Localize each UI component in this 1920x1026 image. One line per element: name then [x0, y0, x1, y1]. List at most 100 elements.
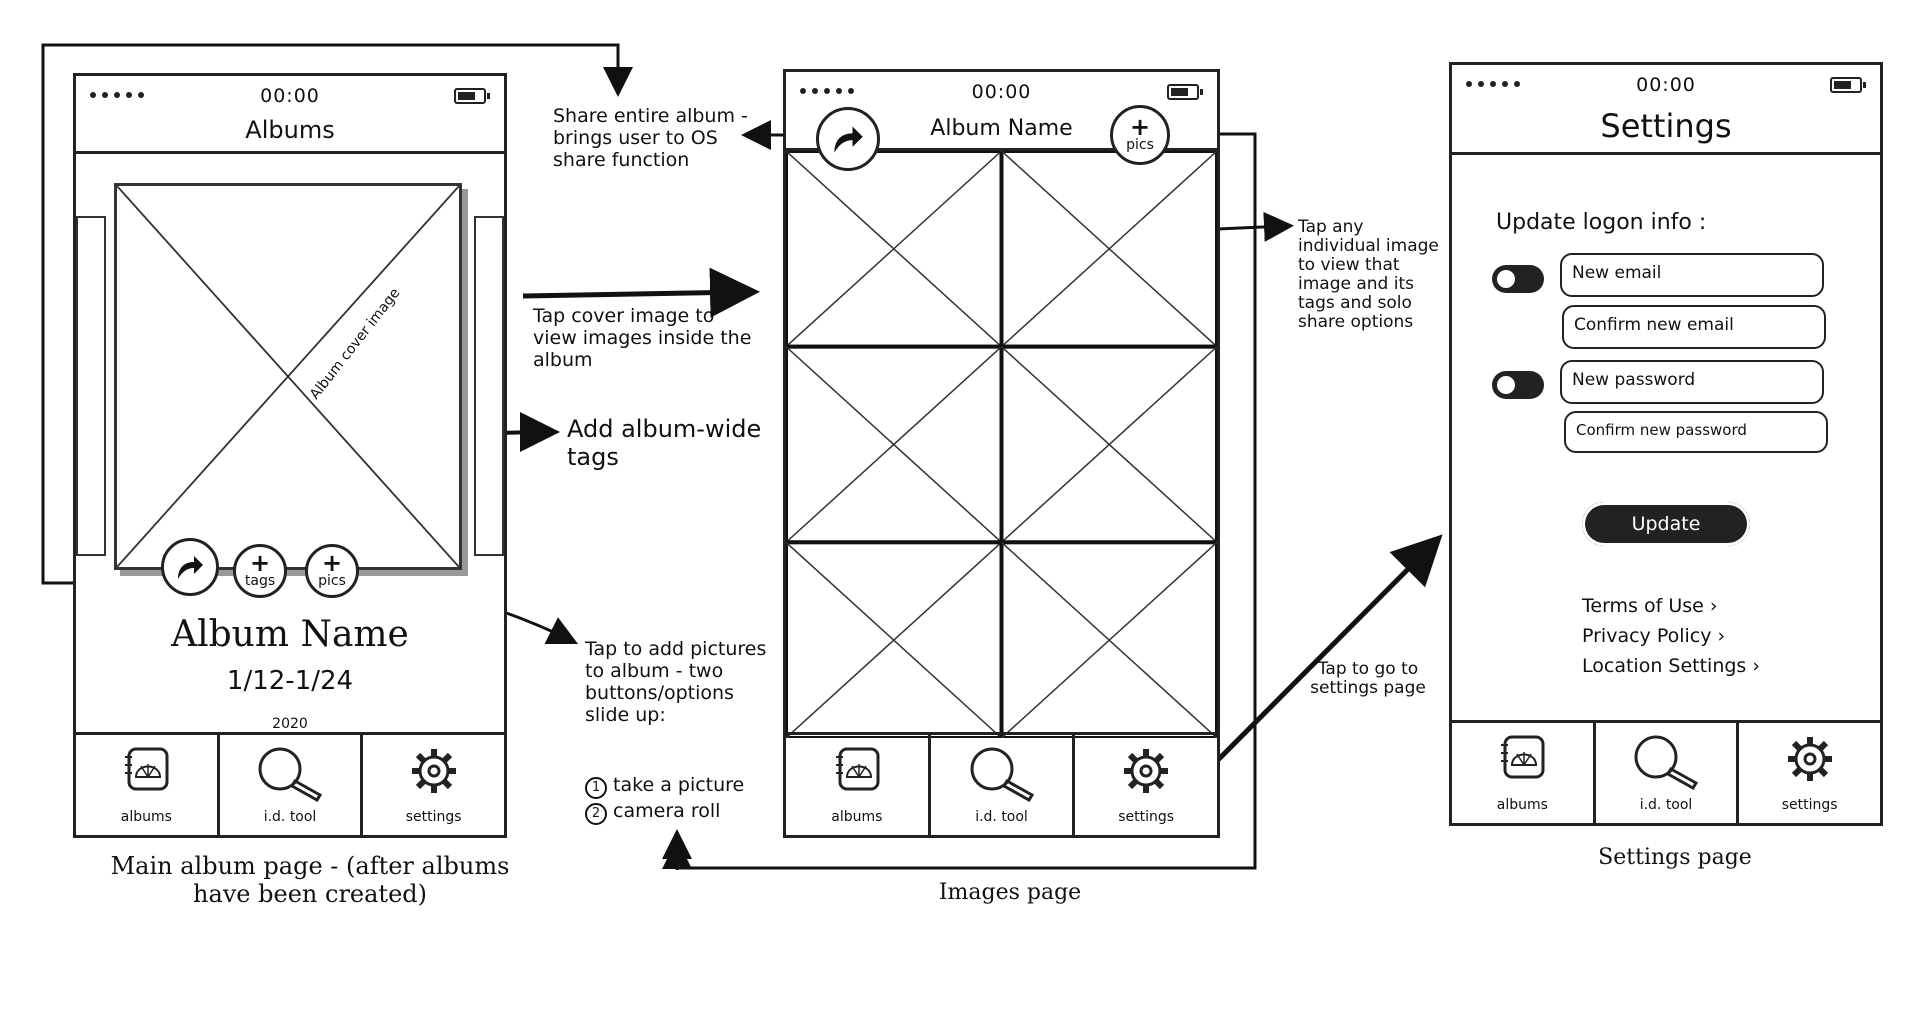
page-title: Album Name: [930, 116, 1073, 141]
share-arrow-icon: [178, 556, 203, 579]
plus-icon: +: [321, 549, 343, 577]
cover-stack-right: [474, 216, 504, 556]
terms-of-use-label: Terms of Use: [1582, 595, 1704, 617]
add-pics-button[interactable]: + pics: [305, 544, 359, 598]
placeholder-cross-line: [1000, 541, 1218, 739]
number-two-icon: 2: [585, 803, 607, 825]
image-grid: [784, 149, 1219, 741]
gear-icon: [411, 749, 456, 793]
privacy-policy-link[interactable]: Privacy Policy ›: [1582, 625, 1725, 647]
arrow-tap-settings: [1198, 534, 1443, 780]
chevron-right-icon: ›: [1717, 625, 1726, 647]
placeholder-cross-line: [1000, 150, 1218, 348]
tab-id-tool[interactable]: i.d. tool: [931, 735, 1076, 835]
album-date-range: 1/12-1/24: [226, 666, 354, 696]
gear-icon: [1787, 737, 1832, 781]
placeholder-cross-line: [1000, 346, 1218, 543]
status-time: 00:00: [1636, 74, 1696, 96]
terms-of-use-link[interactable]: Terms of Use ›: [1582, 595, 1718, 617]
tab-id-tool-label: i.d. tool: [975, 809, 1028, 825]
tab-settings[interactable]: settings: [1739, 723, 1880, 823]
tab-albums-label: albums: [120, 809, 172, 825]
number-one-icon: 1: [585, 777, 607, 799]
albums-page-caption: Main album page - (after albums have bee…: [110, 852, 510, 908]
status-bar: 00:00: [76, 76, 504, 118]
location-settings-link[interactable]: Location Settings ›: [1582, 655, 1760, 677]
settings-screen: 00:00 Settings Update logon info : New e…: [1449, 62, 1883, 826]
placeholder-cross-line: [785, 346, 1003, 543]
tab-id-tool-label: i.d. tool: [263, 809, 317, 825]
note-option-camera-roll: 2 camera roll: [585, 800, 785, 825]
pics-label: pics: [318, 573, 346, 589]
email-toggle[interactable]: [1492, 265, 1544, 293]
battery-icon: [454, 88, 490, 104]
page-title: Settings: [1600, 107, 1732, 145]
header-divider: [1452, 152, 1880, 155]
tab-albums[interactable]: albums: [76, 735, 220, 835]
image-thumbnail[interactable]: [784, 149, 1004, 349]
chevron-right-icon: ›: [1709, 595, 1718, 617]
placeholder-cross-line: [785, 150, 1003, 348]
share-arrow-icon: [834, 126, 863, 153]
tab-id-tool-label: i.d. tool: [1639, 797, 1693, 813]
add-pics-button[interactable]: + pics: [1110, 105, 1170, 165]
page-title: Albums: [245, 116, 335, 144]
confirm-email-field[interactable]: Confirm new email: [1562, 305, 1826, 349]
new-email-field[interactable]: New email: [1560, 253, 1824, 297]
pics-label: pics: [1126, 137, 1154, 153]
add-tags-button[interactable]: + tags: [233, 544, 287, 598]
image-grid-lines: [784, 149, 1219, 741]
battery-icon: [1167, 84, 1203, 100]
image-thumbnail[interactable]: [784, 344, 1004, 545]
tab-settings-label: settings: [405, 809, 462, 825]
settings-page-caption: Settings page: [1598, 845, 1752, 870]
chevron-right-icon: ›: [1752, 655, 1760, 677]
battery-icon: [1830, 77, 1866, 93]
tab-settings[interactable]: settings: [1075, 735, 1217, 835]
tab-albums[interactable]: albums: [786, 735, 931, 835]
share-album-button[interactable]: [816, 107, 880, 171]
image-thumbnail[interactable]: [999, 344, 1219, 545]
album-name: Album Name: [171, 614, 409, 655]
update-button[interactable]: Update: [1582, 502, 1750, 546]
tab-albums[interactable]: albums: [1452, 723, 1596, 823]
tab-bar: albums i.d. tool: [786, 732, 1217, 835]
status-bar: 00:00: [786, 72, 1217, 114]
signal-icon: [800, 88, 854, 94]
status-time: 00:00: [971, 81, 1032, 103]
tab-bar: albums i.d. tool: [1452, 720, 1880, 823]
cover-stack-left: [76, 216, 106, 556]
logon-section-label: Update logon info :: [1496, 210, 1707, 235]
cover-placeholder-cross: [117, 186, 459, 567]
status-bar: 00:00: [1452, 65, 1880, 107]
password-toggle[interactable]: [1492, 371, 1544, 399]
confirm-password-field[interactable]: Confirm new password: [1564, 411, 1828, 453]
location-settings-label: Location Settings: [1582, 655, 1747, 677]
plus-icon: +: [1129, 113, 1151, 141]
magnifier-icon: [1634, 735, 1699, 791]
plus-icon: +: [249, 549, 271, 577]
tab-bar: albums i.d. tool: [76, 732, 504, 835]
images-screen: 00:00 Album Name + pics: [783, 69, 1220, 838]
note-share-album: Share entire album - brings user to OS s…: [553, 105, 748, 171]
option-camera-roll-label: camera roll: [613, 800, 721, 822]
image-thumbnail[interactable]: [999, 149, 1219, 349]
privacy-policy-label: Privacy Policy: [1582, 625, 1712, 647]
note-tap-image: Tap any individual image to view that im…: [1298, 217, 1439, 332]
tab-settings[interactable]: settings: [363, 735, 504, 835]
album-cover-image[interactable]: Album cover image: [114, 183, 462, 570]
tab-id-tool[interactable]: i.d. tool: [220, 735, 364, 835]
tab-albums-label: albums: [1496, 797, 1548, 813]
shell-icon: [125, 747, 169, 791]
note-add-tags: Add album-wide tags: [567, 415, 762, 471]
image-thumbnail[interactable]: [999, 540, 1219, 741]
tab-albums-label: albums: [831, 809, 883, 825]
arrow-tap-cover: [522, 267, 760, 318]
share-album-button[interactable]: [161, 538, 219, 596]
tab-id-tool[interactable]: i.d. tool: [1596, 723, 1740, 823]
signal-icon: [90, 92, 144, 98]
image-thumbnail[interactable]: [784, 540, 1004, 741]
albums-screen: 00:00 Albums Album cover image + tags +: [73, 73, 507, 838]
new-password-field[interactable]: New password: [1560, 360, 1824, 404]
